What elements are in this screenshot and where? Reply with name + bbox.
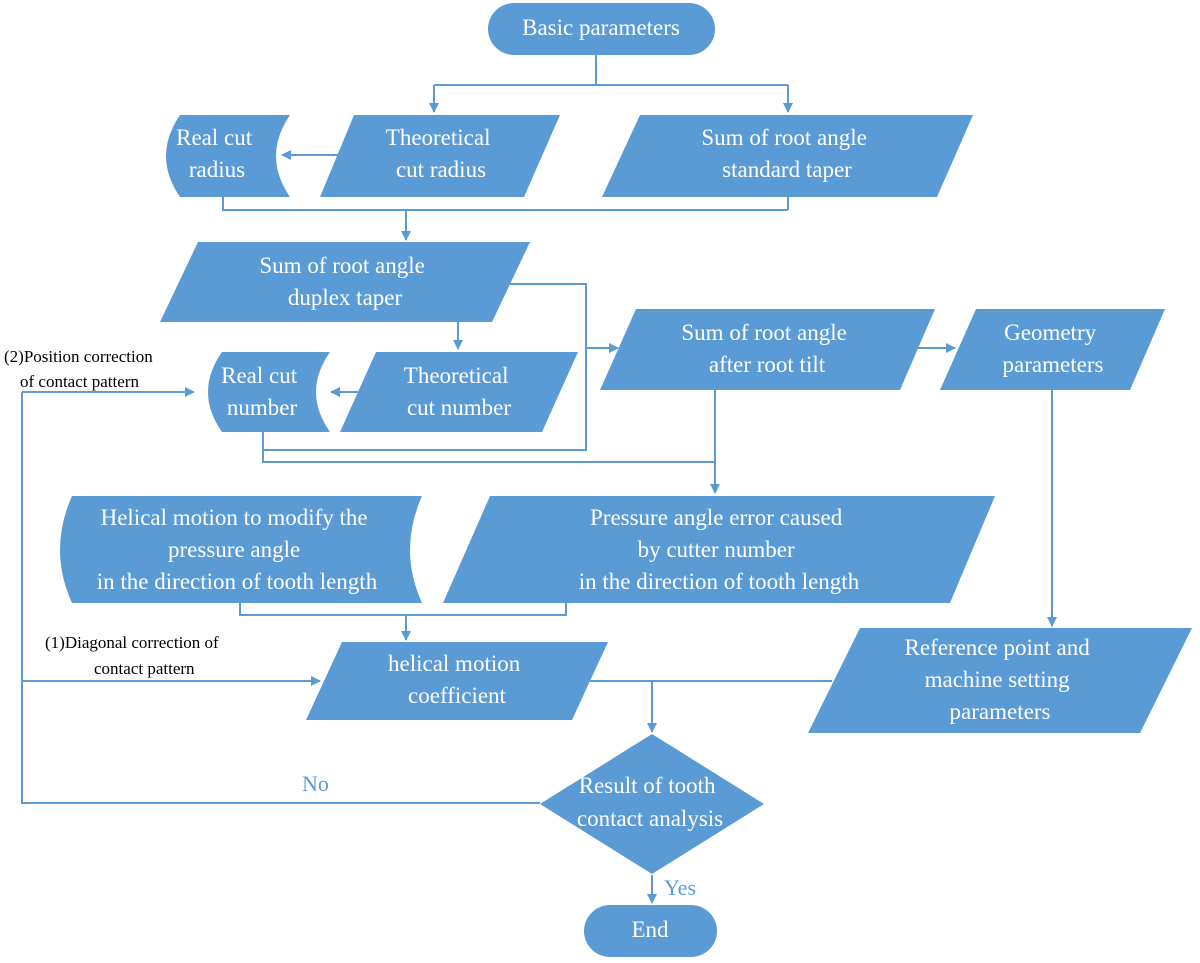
node-end-label: End (631, 917, 669, 942)
node-geometry-parameters: Geometry parameters (940, 309, 1165, 390)
connector-merge-to-coefficient (239, 603, 567, 616)
note-position-correction-label: (2)Position correction of contact patter… (4, 347, 157, 391)
node-end: End (584, 905, 717, 957)
node-basic-parameters: Basic parameters (488, 3, 715, 55)
node-real-cut-radius: Real cut radius (166, 115, 290, 197)
connector-no-loop (21, 392, 540, 804)
node-pressure-angle-error-label: Pressure angle error caused by cutter nu… (579, 505, 860, 594)
node-root-angle-standard-taper-label: Sum of root angle standard taper (701, 125, 872, 182)
node-helical-motion-modify-label: Helical motion to modify the pressure an… (97, 505, 378, 594)
node-helical-motion-coefficient: helical motion coefficient (306, 642, 608, 720)
node-theoretical-cut-radius-label: Theoretical cut radius (386, 125, 496, 182)
node-root-angle-duplex-taper: Sum of root angle duplex taper (160, 242, 530, 322)
node-pressure-angle-error: Pressure angle error caused by cutter nu… (443, 496, 995, 603)
connector-real-number-down (262, 432, 715, 463)
node-geometry-parameters-label: Geometry parameters (1003, 320, 1104, 377)
node-real-cut-number: Real cut number (208, 352, 330, 432)
node-real-cut-number-label: Real cut number (221, 363, 303, 420)
branch-no-label: No (302, 771, 329, 796)
node-root-angle-after-tilt-label: Sum of root angle after root tilt (681, 320, 852, 377)
node-helical-motion-modify: Helical motion to modify the pressure an… (60, 496, 422, 603)
note-position-correction: (2)Position correction of contact patter… (4, 347, 157, 391)
node-reference-point-machine-label: Reference point and machine setting para… (905, 635, 1096, 724)
node-tca-decision-label: Result of tooth contact analysis (577, 773, 723, 831)
note-diagonal-correction: (1)Diagonal correction of contact patter… (45, 633, 223, 678)
branch-yes-label: Yes (664, 875, 696, 900)
node-reference-point-machine: Reference point and machine setting para… (808, 628, 1192, 733)
node-root-angle-duplex-taper-label: Sum of root angle duplex taper (259, 253, 430, 310)
node-root-angle-after-tilt: Sum of root angle after root tilt (600, 309, 935, 390)
connector-duplex-right (263, 283, 587, 451)
note-diagonal-correction-label: (1)Diagonal correction of contact patter… (45, 633, 223, 678)
node-helical-motion-coefficient-label: helical motion coefficient (388, 651, 526, 708)
node-root-angle-standard-taper: Sum of root angle standard taper (602, 115, 973, 197)
node-tca-decision: Result of tooth contact analysis (540, 734, 764, 874)
node-theoretical-cut-number-label: Theoretical cut number (404, 363, 514, 420)
node-theoretical-cut-radius: Theoretical cut radius (320, 115, 560, 197)
node-theoretical-cut-number: Theoretical cut number (340, 352, 578, 432)
node-basic-parameters-label: Basic parameters (522, 15, 680, 40)
node-real-cut-radius-label: Real cut radius (176, 125, 258, 182)
connector-real-radius-down (222, 197, 788, 211)
connectors (21, 55, 1057, 904)
